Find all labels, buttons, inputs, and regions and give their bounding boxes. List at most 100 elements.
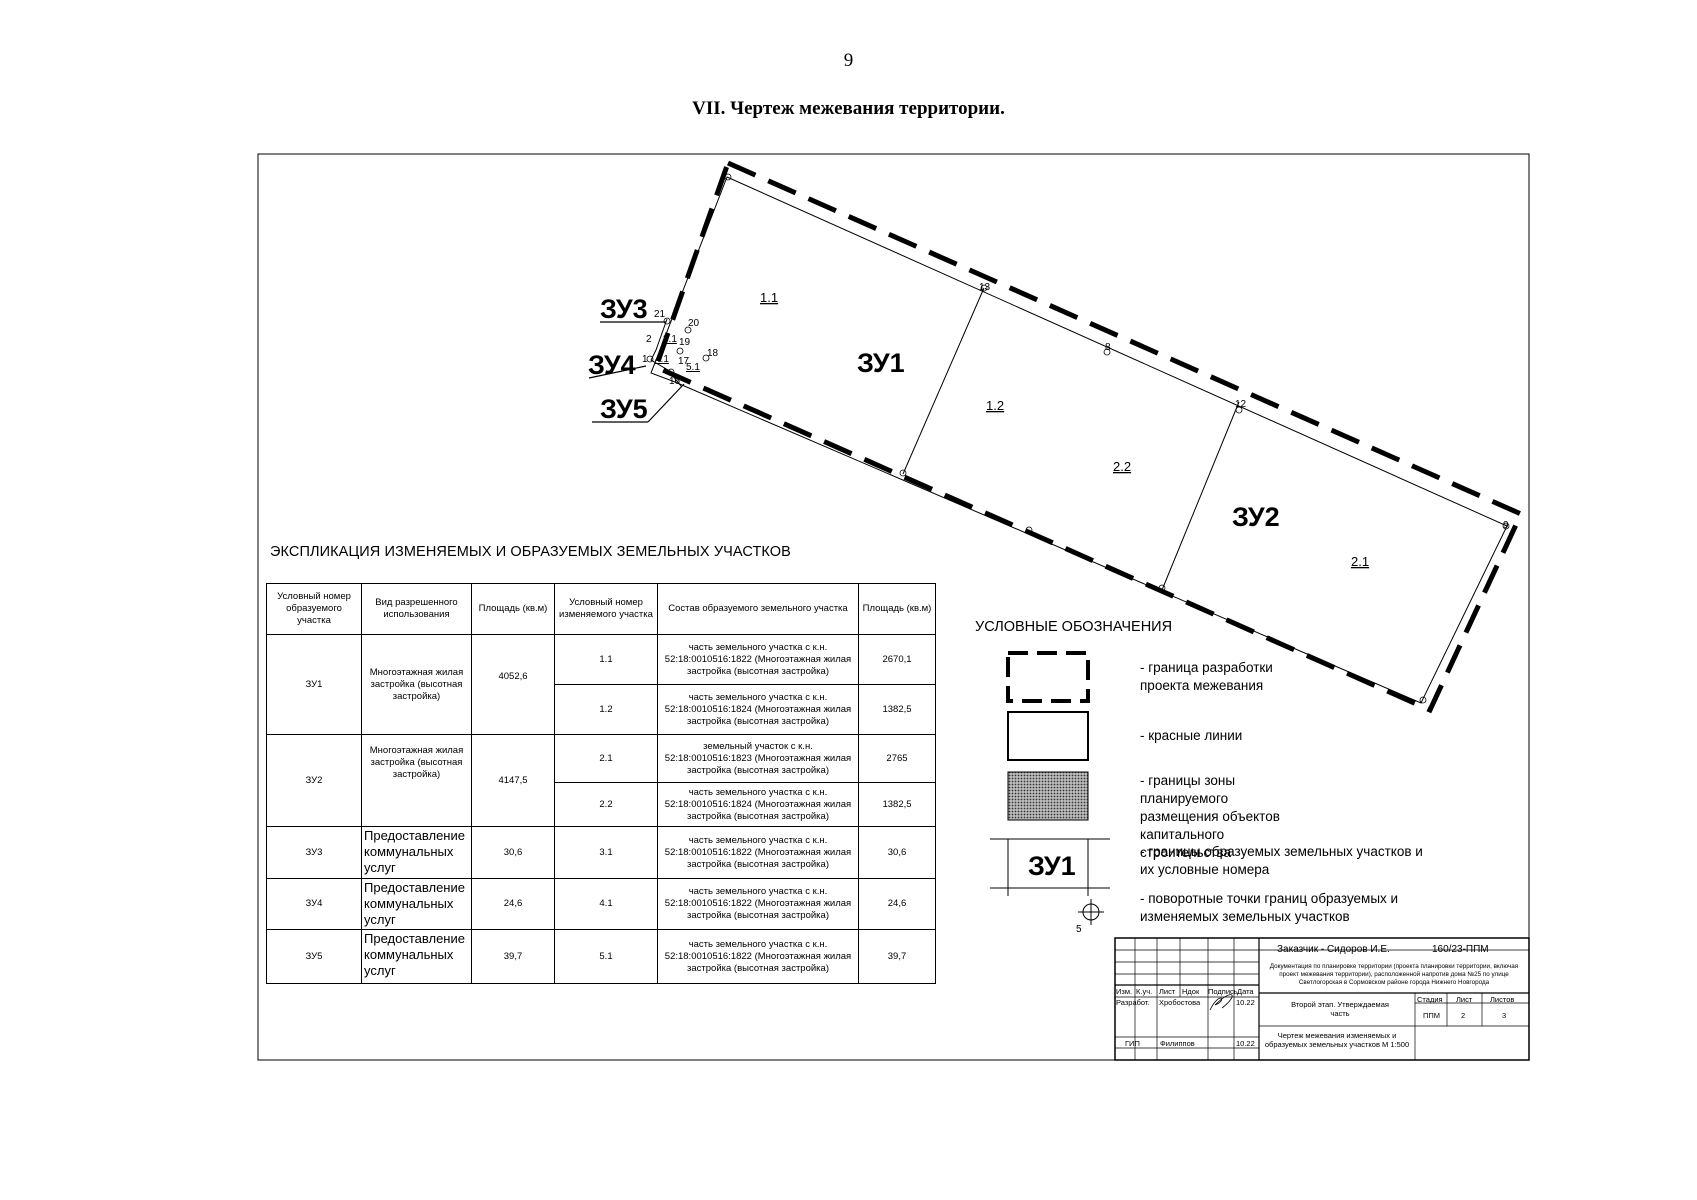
cell-part-area: 2765 [858,734,936,783]
table-header: Площадь (кв.м) [471,583,555,635]
point-label: 20 [688,318,700,329]
table-row: ЗУ4 Предоставление коммунальных услуг 24… [266,878,936,930]
zone-label-zu1: ЗУ1 [857,348,905,378]
legend-symbol-plot [990,838,1110,896]
table-header-row: Условный номер образуемого участка Вид р… [266,583,936,635]
tb-developer-role: Разработ. [1116,998,1150,1007]
tb-code: 160/23-ППМ [1432,944,1489,955]
tb-col-head: Ндок [1182,987,1200,996]
legend-symbol-redline [1007,711,1089,761]
cell-zone: ЗУ1 [266,634,362,735]
cell-composition: часть земельного участка с к.н. 52:18:00… [657,684,859,735]
tb-stage-head: Лист [1456,995,1473,1004]
point-label: 1 [642,354,648,365]
cell-part-num: 1.2 [554,684,658,735]
sheet-frame [257,153,1530,1061]
cell-zone: ЗУ3 [266,826,362,879]
cell-use: Предоставление коммунальных услуг [361,826,472,879]
tb-gip-role: ГИП [1125,1039,1140,1048]
cell-part-area: 1382,5 [858,782,936,827]
tb-stage-head: Листов [1490,995,1515,1004]
cell-part-area: 30,6 [858,826,936,879]
cell-composition: часть земельного участка с к.н. 52:18:00… [657,826,859,879]
cell-use: Предоставление коммунальных услуг [361,878,472,930]
cell-use: Предоставление коммунальных услуг [361,929,472,984]
legend-title: УСЛОВНЫЕ ОБОЗНАЧЕНИЯ [975,619,1173,635]
table-row: 2.2 часть земельного участка с к.н. 52:1… [267,782,936,827]
point-label: 19 [679,337,691,348]
table-header: Состав образуемого земельного участка [657,583,859,635]
part-label: 5.1 [686,362,700,373]
explication-title: ЭКСПЛИКАЦИЯ ИЗМЕНЯЕМЫХ И ОБРАЗУЕМЫХ ЗЕМЕ… [270,544,791,560]
point-label: 9 [1503,520,1509,531]
cell-area: 4052,6 [471,634,555,735]
tb-stage-val: 3 [1502,1011,1507,1020]
cell-area: 24,6 [471,878,555,930]
tb-col-head: Лист [1159,987,1176,996]
legend-symbol-zone [1007,771,1089,821]
cell-zone: ЗУ2 [266,734,362,827]
legend-item-zone: - границы зоны планируемого размещения о… [1140,773,1280,860]
point-label: 8 [1105,342,1111,353]
tb-stage-text: Второй этап. Утверждаемая часть [1291,1000,1389,1018]
cell-area: 39,7 [471,929,555,984]
title-block-grid [1114,937,1530,1061]
cell-part-num: 5.1 [554,929,658,984]
legend-sample-zone: ЗУ1 [1028,851,1076,881]
explication-table: Условный номер образуемого участка Вид р… [266,583,936,984]
part-label: 2.1 [1351,554,1369,569]
cell-composition: часть земельного участка с к.н. 52:18:00… [657,929,859,984]
cell-composition: земельный участок с к.н. 52:18:0010516:1… [657,734,859,783]
tb-gip: Филиппов [1160,1039,1195,1048]
cell-area: 30,6 [471,826,555,879]
page-number: 9 [843,50,854,71]
plot-divider-12 [1161,401,1240,591]
table-row: ЗУ5 Предоставление коммунальных услуг 39… [266,929,936,984]
cell-composition: часть земельного участка с к.н. 52:18:00… [657,782,859,827]
table-row: 1.2 часть земельного участка с к.н. 52:1… [267,684,936,735]
table-header: Условный номер образуемого участка [266,583,362,635]
tb-customer: Заказчик - Сидоров И.Е. [1277,944,1390,955]
tb-stage-val: 2 [1461,1011,1466,1020]
point-label: 17 [678,356,690,367]
cell-composition: часть земельного участка с к.н. 52:18:00… [657,634,859,685]
tb-col-head: Изм. [1116,987,1133,996]
part-label: 1.2 [986,398,1004,413]
part-label: 4.1 [655,354,669,365]
table-row: ЗУ1 Многоэтажная жилая застройка (высотн… [266,634,936,735]
plot-outline [650,176,1508,704]
signature-mark [1209,994,1233,1011]
point-label: 18 [707,348,719,359]
point-label: 2 [646,334,652,345]
table-header: Условный номер изменяемого участка [554,583,658,635]
tb-stage-val: ППМ [1423,1011,1441,1020]
legend-item-red-lines: - красные линии [1140,728,1243,743]
cell-part-area: 1382,5 [858,684,936,735]
part-label: 3.1 [663,334,677,345]
table-header: Вид разрешенного использования [361,583,472,635]
tb-date: 10.22 [1236,998,1255,1007]
cell-part-num: 1.1 [554,634,658,685]
legend-item-plots: - границы образуемых земельных участков … [1140,844,1423,877]
tb-stage-head: Стадия [1417,995,1443,1004]
point-label: 16 [669,376,681,387]
page-heading: VII. Чертеж межевания территории. [692,98,1005,119]
legend-symbol-point [1078,899,1104,925]
zone-label-zu4: ЗУ4 [588,350,636,380]
turning-points [646,173,1510,704]
zone-label-zu3: ЗУ3 [600,294,648,324]
cell-part-area: 2670,1 [858,634,936,685]
zone-label-zu2: ЗУ2 [1232,502,1280,532]
cell-area: 4147,5 [471,734,555,827]
tb-col-head: К.уч. [1136,987,1153,996]
table-row: ЗУ2 Многоэтажная жилая застройка (высотн… [266,734,936,827]
cell-part-area: 24,6 [858,878,936,930]
cell-zone: ЗУ4 [266,878,362,930]
point-label: 21 [654,309,666,320]
point-label: 12 [1235,399,1247,410]
part-label: 1.1 [760,290,778,305]
legend-item-points: - поворотные точки границ образуемых и и… [1140,891,1399,924]
zone-leader-5b [647,383,685,423]
cell-part-num: 2.2 [554,782,658,827]
